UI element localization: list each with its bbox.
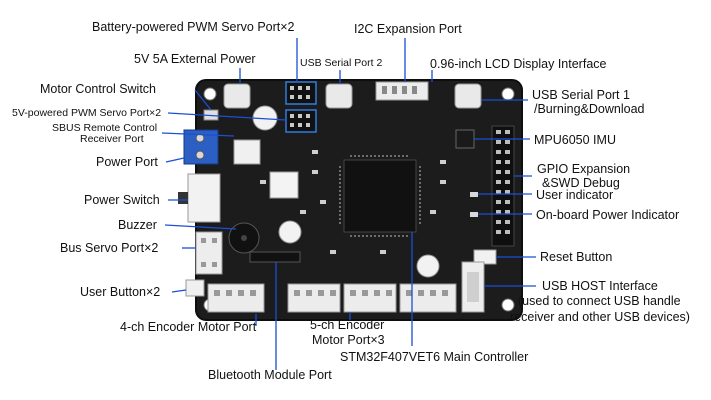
bus-servo-connector	[196, 232, 222, 274]
label-sbus-line2: Receiver Port	[80, 133, 144, 145]
power-switch	[188, 174, 220, 222]
label-encoder4: 4-ch Encoder Motor Port	[120, 320, 256, 334]
regulator-block	[270, 172, 298, 198]
label-encoder5-line1: 5-ch Encoder	[310, 318, 384, 332]
label-usb-host-line3: receiver and other USB devices)	[510, 310, 690, 324]
label-i2c: I2C Expansion Port	[354, 22, 462, 36]
user-indicator-led	[470, 192, 478, 197]
leader-line	[172, 290, 186, 292]
label-reset: Reset Button	[540, 250, 612, 264]
inductor	[234, 140, 260, 164]
label-onboard-power: On-board Power Indicator	[536, 208, 679, 222]
label-bluetooth: Bluetooth Module Port	[208, 368, 332, 382]
battery-pwm-pins	[286, 82, 316, 104]
label-mpu: MPU6050 IMU	[534, 133, 616, 147]
fivev-pwm-pins	[286, 110, 316, 132]
label-power-port: Power Port	[96, 155, 158, 169]
label-fivev-pwm: 5V-powered PWM Servo Port×2	[12, 107, 161, 119]
bluetooth-header	[250, 252, 300, 262]
label-user-button: User Button×2	[80, 285, 160, 299]
label-usb-serial2: USB Serial Port 2	[300, 57, 382, 69]
encoder4-connector	[208, 284, 264, 312]
leader-line	[166, 158, 184, 162]
encoder5-connector	[288, 284, 340, 312]
label-buzzer: Buzzer	[118, 218, 157, 232]
label-battery-pwm: Battery-powered PWM Servo Port×2	[92, 20, 295, 34]
user-button-part	[186, 280, 204, 296]
label-stm32: STM32F407VET6 Main Controller	[340, 350, 528, 364]
label-usb-host-line1: USB HOST Interface	[542, 279, 658, 293]
ext-power-connector	[224, 84, 250, 108]
power-indicator-led	[470, 212, 478, 217]
mpu-chip	[456, 130, 474, 148]
label-user-indicator: User indicator	[536, 188, 613, 202]
label-lcd: 0.96-inch LCD Display Interface	[430, 57, 606, 71]
label-usb-serial1-line2: /Burning&Download	[534, 102, 645, 116]
label-ext-power: 5V 5A External Power	[134, 52, 256, 66]
label-motor-switch: Motor Control Switch	[40, 82, 156, 96]
label-encoder5-line2: Motor Port×3	[312, 333, 385, 347]
label-power-switch: Power Switch	[84, 193, 160, 207]
capacitor	[279, 221, 301, 243]
usb-serial1-connector	[455, 84, 481, 108]
capacitor	[417, 255, 439, 277]
mounting-hole	[502, 88, 514, 100]
mounting-hole	[204, 88, 216, 100]
label-bus-servo: Bus Servo Port×2	[60, 241, 158, 255]
label-usb-serial1-line1: USB Serial Port 1	[532, 88, 630, 102]
encoder5-connector	[400, 284, 456, 312]
usb-serial2-connector	[326, 84, 352, 108]
label-usb-host-line2: (used to connect USB handle	[518, 294, 681, 308]
label-gpio-line1: GPIO Expansion	[537, 162, 630, 176]
gpio-header	[492, 126, 514, 246]
stm32-chip	[344, 160, 416, 232]
encoder5-connector	[344, 284, 396, 312]
